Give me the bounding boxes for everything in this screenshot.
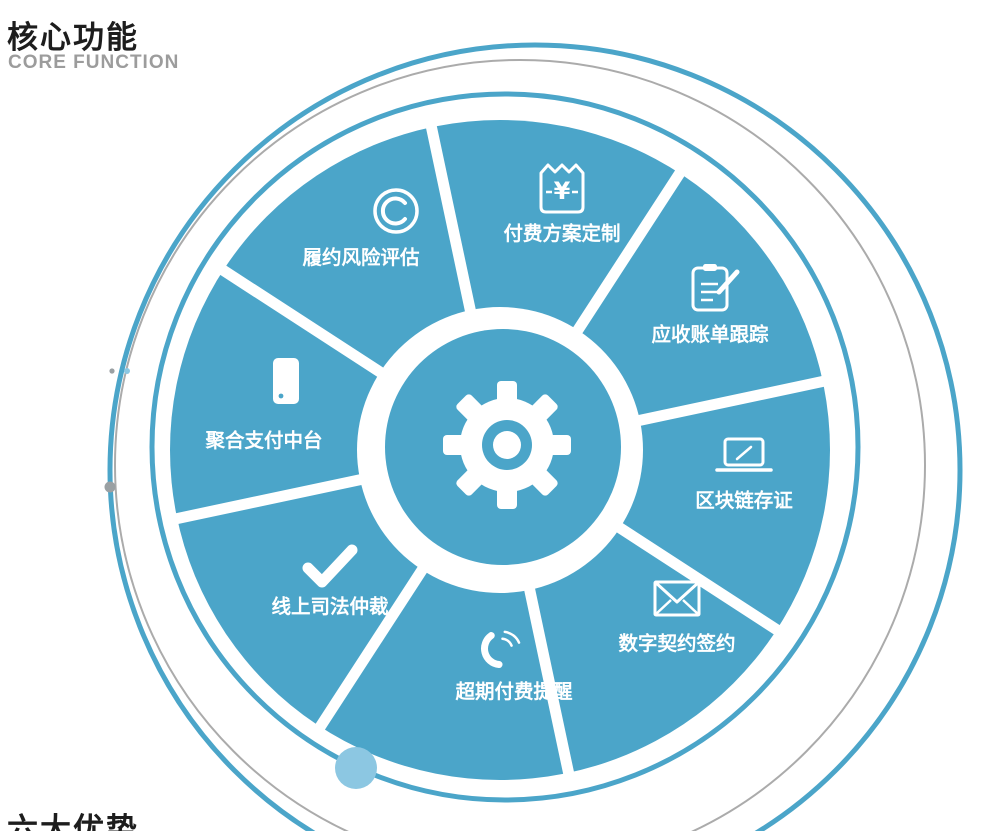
- decor-blue-inner-ring: [149, 91, 861, 803]
- envelope-icon: [653, 580, 701, 617]
- segment-label: 超期付费提醒: [454, 680, 573, 703]
- decor-tiny-gray-dot: [109, 368, 115, 374]
- decor-tiny-blue-dot: [124, 368, 130, 374]
- segment-label: 区块链存证: [695, 489, 793, 512]
- clipboard-pen-icon: [691, 264, 740, 312]
- decor-blue-outer-ring: [107, 42, 963, 831]
- page-title: 核心功能: [7, 20, 139, 55]
- next-section-title: 六大优势: [7, 812, 139, 831]
- segment-label: 数字契约签约: [618, 632, 735, 655]
- segment-label: 线上司法仲裁: [271, 595, 389, 618]
- copyright-icon: [373, 188, 419, 234]
- phone-call-icon: [481, 630, 521, 669]
- segment-label: 付费方案定制: [503, 222, 620, 245]
- smartphone-icon: [273, 358, 299, 404]
- page-subtitle: CORE FUNCTION: [8, 52, 180, 73]
- segment-label: 应收账单跟踪: [651, 323, 769, 346]
- decor-gray-dot: [104, 481, 116, 493]
- segment-label: 聚合支付中台: [204, 429, 322, 452]
- segment-label: 履约风险评估: [302, 246, 420, 269]
- bill-yen-icon: ¥: [539, 163, 585, 214]
- decor-gray-ring: [114, 59, 926, 831]
- laptop-icon: [715, 437, 773, 472]
- svg-text:¥: ¥: [554, 177, 571, 205]
- gear-icon: [443, 381, 571, 509]
- checkmark-icon: [302, 544, 358, 588]
- decor-lightblue-dot: [335, 747, 377, 789]
